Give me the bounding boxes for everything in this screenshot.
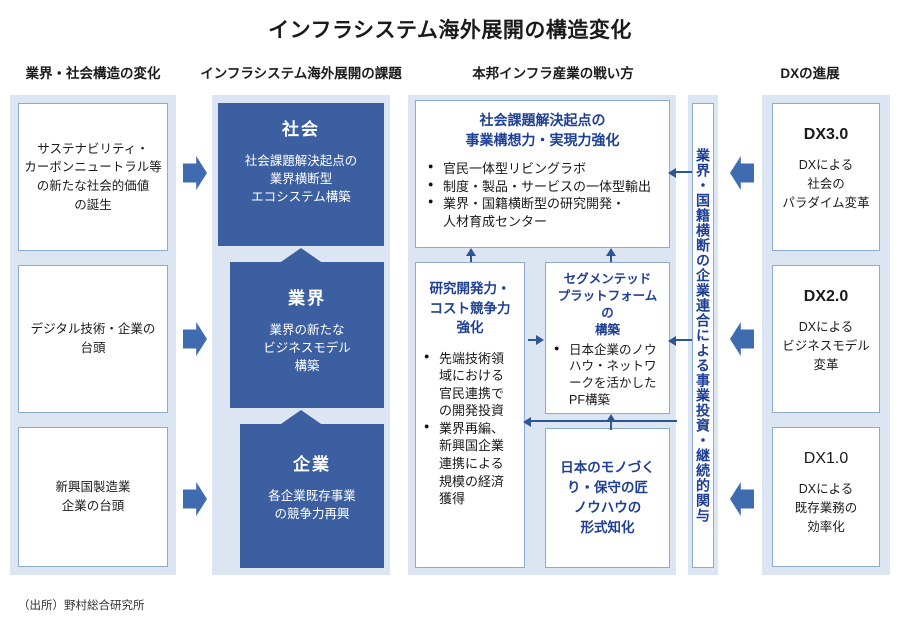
- pyramid-level-industry-title: 業界: [288, 289, 326, 308]
- dx-box-3-title: DX3.0: [803, 126, 849, 143]
- pyramid-level-company-title: 企業: [293, 455, 331, 474]
- chevron-left-icon: [730, 156, 754, 190]
- strategy-monozukuri-box[interactable]: 日本のモノづく り・保守の匠 ノウハウの 形式知化: [545, 428, 670, 568]
- dx-box-2[interactable]: DX2.0 DXによる ビジネスモデル 変革: [772, 265, 880, 413]
- column-header-2: インフラシステム海外展開の課題: [200, 66, 402, 81]
- pyramid-level-company-desc: 各企業既存事業 の競争力再興: [268, 489, 356, 522]
- strategy-platform-box-title: セグメンテッド プラットフォームの 構築: [557, 272, 658, 337]
- arrow-left-icon: [668, 168, 676, 178]
- chevron-right-icon: [183, 322, 207, 356]
- dx-box-1-desc: DXによる 既存業務の 効率化: [794, 482, 858, 534]
- dx-box-3-desc: DXによる 社会の パラダイム変革: [782, 158, 870, 210]
- dx-box-1[interactable]: DX1.0 DXによる 既存業務の 効率化: [772, 427, 880, 567]
- vertical-band-text: 業界・国籍横断の企業連合による事業投資・継続的関与: [695, 148, 711, 523]
- pyramid-level-industry-desc: 業界の新たな ビジネスモデル 構築: [263, 323, 351, 374]
- chevron-right-icon: [183, 156, 207, 190]
- change-box-3-text: 新興国製造業 企業の台頭: [55, 480, 131, 513]
- vertical-band[interactable]: 業界・国籍横断の企業連合による事業投資・継続的関与: [692, 103, 714, 568]
- pyramid-level-society[interactable]: 社会 社会課題解決起点の 業界横断型 エコシステム構築: [218, 103, 384, 246]
- bullet-item: 業界・国籍横断型の研究開発・ 人材育成センター: [428, 195, 657, 230]
- page-title: インフラシステム海外展開の構造変化: [268, 19, 632, 42]
- arrow-right-icon: [536, 335, 544, 345]
- bullet-item: 制度・製品・サービスの一体型輸出: [428, 178, 657, 196]
- arrow-left-icon: [523, 417, 531, 427]
- change-box-3[interactable]: 新興国製造業 企業の台頭: [18, 427, 168, 567]
- strategy-platform-box[interactable]: セグメンテッド プラットフォームの 構築 日本企業のノウハウ・ネットワークを活か…: [545, 262, 670, 414]
- connector-line: [528, 339, 538, 341]
- pyramid-level-society-title: 社会: [282, 120, 320, 139]
- connector-line: [610, 420, 612, 430]
- dx-box-1-title: DX1.0: [803, 450, 849, 467]
- chevron-left-icon: [730, 482, 754, 516]
- strategy-monozukuri-box-title: 日本のモノづく り・保守の匠 ノウハウの 形式知化: [560, 459, 655, 536]
- strategy-top-box[interactable]: 社会課題解決起点の 事業構想力・実現力強化 官民一体型リビングラボ 制度・製品・…: [415, 100, 670, 248]
- chevron-right-icon: [183, 482, 207, 516]
- source-note: （出所）野村総合研究所: [18, 600, 145, 612]
- strategy-top-box-bullets: 官民一体型リビングラボ 制度・製品・サービスの一体型輸出 業界・国籍横断型の研究…: [428, 160, 657, 230]
- bullet-item: 先端技術領域における官民連携での開発投資: [424, 350, 516, 420]
- change-box-2-text: デジタル技術・企業の 台頭: [30, 322, 156, 355]
- strategy-rd-box[interactable]: 研究開発力・ コスト競争力 強化 先端技術領域における官民連携での開発投資 業界…: [415, 262, 525, 568]
- column-header-1: 業界・社会構造の変化: [25, 66, 161, 81]
- dx-box-2-desc: DXによる ビジネスモデル 変革: [782, 320, 870, 372]
- dx-box-2-title: DX2.0: [803, 288, 849, 305]
- pyramid-level-company[interactable]: 企業 各企業既存事業 の競争力再興: [240, 424, 384, 568]
- change-box-2[interactable]: デジタル技術・企業の 台頭: [18, 265, 168, 413]
- strategy-top-box-title: 社会課題解決起点の 事業構想力・実現力強化: [465, 112, 620, 148]
- connector-line: [676, 171, 692, 173]
- arrow-up-icon: [606, 248, 616, 256]
- arrow-up-icon: [606, 414, 616, 422]
- strategy-rd-box-title: 研究開発力・ コスト競争力 強化: [429, 281, 511, 336]
- column-header-4: DXの進展: [780, 66, 840, 81]
- strategy-rd-box-bullets: 先端技術領域における官民連携での開発投資 業界再編、新興国企業連携による規模の経…: [424, 350, 516, 508]
- change-box-1[interactable]: サステナビリティ・ カーボンニュートラル等 の新たな社会的価値 の誕生: [18, 103, 168, 251]
- bullet-item: 業界再編、新興国企業連携による規模の経済獲得: [424, 420, 516, 508]
- strategy-platform-box-bullets: 日本企業のノウハウ・ネットワークを活かしたPF構築: [554, 342, 661, 410]
- bullet-item: 日本企業のノウハウ・ネットワークを活かしたPF構築: [554, 342, 661, 410]
- arrow-up-icon: [466, 248, 476, 256]
- connector-line: [531, 420, 677, 422]
- dx-box-3[interactable]: DX3.0 DXによる 社会の パラダイム変革: [772, 103, 880, 251]
- column-header-3: 本邦インフラ産業の戦い方: [472, 66, 634, 81]
- pyramid-level-industry[interactable]: 業界 業界の新たな ビジネスモデル 構築: [230, 262, 384, 408]
- pyramid-level-society-desc: 社会課題解決起点の 業界横断型 エコシステム構築: [244, 154, 358, 205]
- connector-line: [676, 339, 692, 341]
- arrow-left-icon: [668, 336, 676, 346]
- bullet-item: 官民一体型リビングラボ: [428, 160, 657, 178]
- chevron-left-icon: [730, 322, 754, 356]
- change-box-1-text: サステナビリティ・ カーボンニュートラル等 の新たな社会的価値 の誕生: [24, 141, 162, 212]
